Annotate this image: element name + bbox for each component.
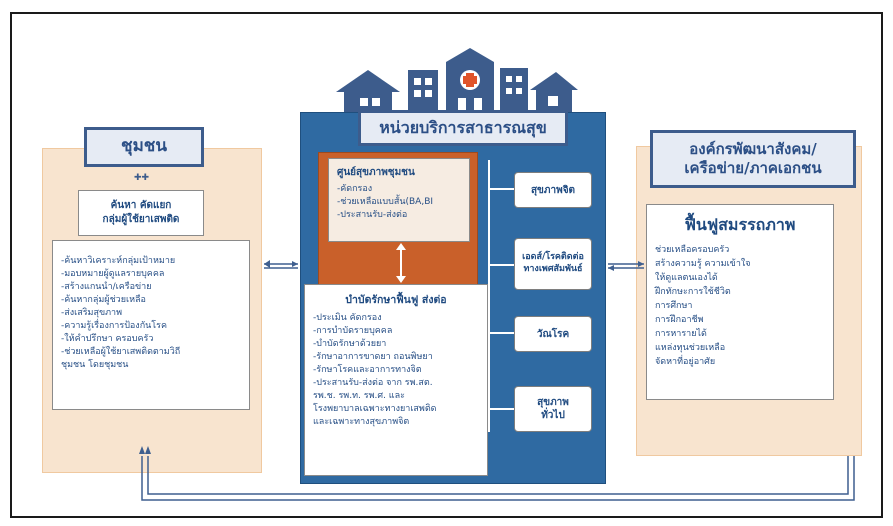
- rehabilitation-title: ฟื้นฟูสมรรถภาพ: [684, 215, 796, 234]
- primary-care-list: -คัดกรอง -ช่วยเหลือแบบสั้น(BA,BI -ประสานรั…: [337, 183, 461, 222]
- rehabilitation-list: ช่วยเหลือครอบครัวสร้างความรู้ ความเข้าใจ…: [655, 244, 825, 369]
- list-item: -ให้คำปรึกษา ครอบครัว: [61, 334, 154, 345]
- community-title: ชุมชน: [84, 127, 204, 167]
- treatment-box: บำบัดรักษาฟื้นฟู ส่งต่อ -ประเมิน คัดกรอง…: [304, 284, 488, 476]
- connector-line: [488, 408, 514, 410]
- treatment-list: -ประเมิน คัดกรอง -การบำบัดรายบุคคล -บำบัดร…: [313, 312, 479, 429]
- list-item: -รักษาโรคและอาการทางจิต: [313, 365, 422, 376]
- list-item: สร้างความรู้ ความเข้าใจ: [655, 258, 751, 269]
- connector-vertical: [488, 160, 490, 432]
- list-item: ให้ดูแลตนเองได้: [655, 272, 718, 283]
- list-item: โรงพยาบาลเฉพาะทางยาเสพติด: [313, 404, 437, 415]
- service-tuberculosis: วัณโรค: [514, 316, 592, 352]
- updown-arrow-icon: [396, 243, 406, 283]
- service-mental-health: สุขภาพจิต: [514, 172, 592, 208]
- connector-line: [488, 188, 514, 190]
- list-item: -ประสานรับ-ส่งต่อ จาก รพ.สต.: [313, 378, 433, 389]
- list-item: -ความรู้เรื่องการป้องกันโรค: [61, 321, 167, 332]
- list-item: -ช่วยเหลือผู้ใช้ยาเสพติดตามวิถี: [61, 347, 181, 358]
- buildings-icon: [336, 48, 578, 114]
- list-item: -ช่วยเหลือแบบสั้น(BA,BI: [337, 197, 434, 208]
- list-item: -สร้างแกนนำ/เครือข่าย: [61, 282, 152, 293]
- service-aids-std: เอดส์/โรคติดต่อ ทางเพศสัมพันธ์: [514, 238, 592, 290]
- rehabilitation-box: ฟื้นฟูสมรรถภาพ ช่วยเหลือครอบครัวสร้างควา…: [646, 204, 834, 400]
- list-item: ชุมชน โดยชุมชน: [61, 360, 129, 371]
- primary-care-box: ศูนย์สุขภาพชุมชน -คัดกรอง -ช่วยเหลือแบบสั…: [328, 158, 470, 242]
- list-item: -การบำบัดรายบุคคล: [313, 326, 393, 337]
- list-item: ฝึกทักษะการใช้ชีวิต: [655, 286, 731, 297]
- list-item: -ส่งเสริมสุขภาพ: [61, 308, 123, 319]
- service-general-health: สุขภาพ ทั่วไป: [514, 386, 592, 432]
- connector-line: [488, 332, 514, 334]
- screening-box: ค้นหา คัดแยก กลุ่มผู้ใช้ยาเสพติด: [78, 190, 204, 236]
- list-item: การฝึกอาชีพ: [655, 314, 704, 325]
- primary-care-title: ศูนย์สุขภาพชุมชน: [337, 167, 415, 178]
- list-item: รพ.ช. รพ.ท. รพ.ศ. และ: [313, 391, 405, 402]
- list-item: -ประเมิน คัดกรอง: [313, 313, 382, 323]
- list-item: และเฉพาะทางสุขภาพจิต: [313, 417, 410, 428]
- list-item: -บำบัดรักษาด้วยยา: [313, 339, 387, 350]
- list-item: การหารายได้: [655, 328, 707, 339]
- list-item: -ประสานรับ-ส่งต่อ: [337, 210, 408, 221]
- community-activities-list: -ค้นหาวิเคราะห์กลุ่มเป้าหมาย -มอบหมายผู้ด…: [61, 255, 249, 372]
- list-item: -รักษาอาการขาดยา ถอนพิษยา: [313, 352, 433, 363]
- social-title: องค์กรพัฒนาสังคม/ เครือข่าย/ภาคเอกชน: [650, 130, 856, 188]
- list-item: -ค้นหาวิเคราะห์กลุ่มเป้าหมาย: [61, 256, 176, 266]
- list-item: -มอบหมายผู้ดูแลรายบุคคล: [61, 269, 165, 280]
- list-item: -ค้นหากลุ่มผู้ช่วยเหลือ: [61, 295, 146, 306]
- community-activities-box: -ค้นหาวิเคราะห์กลุ่มเป้าหมาย -มอบหมายผู้ด…: [52, 240, 250, 410]
- down-arrows-icon: ✚✚: [134, 173, 150, 183]
- connector-line: [488, 264, 514, 266]
- treatment-title: บำบัดรักษาฟื้นฟู ส่งต่อ: [345, 294, 447, 306]
- list-item: จัดหาที่อยู่อาศัย: [655, 356, 716, 367]
- list-item: -คัดกรอง: [337, 184, 373, 194]
- list-item: การศึกษา: [655, 300, 693, 311]
- health-service-title: หน่วยบริการสาธารณสุข: [358, 110, 568, 146]
- list-item: ช่วยเหลือครอบครัว: [655, 245, 730, 255]
- list-item: แหล่งทุนช่วยเหลือ: [655, 342, 726, 353]
